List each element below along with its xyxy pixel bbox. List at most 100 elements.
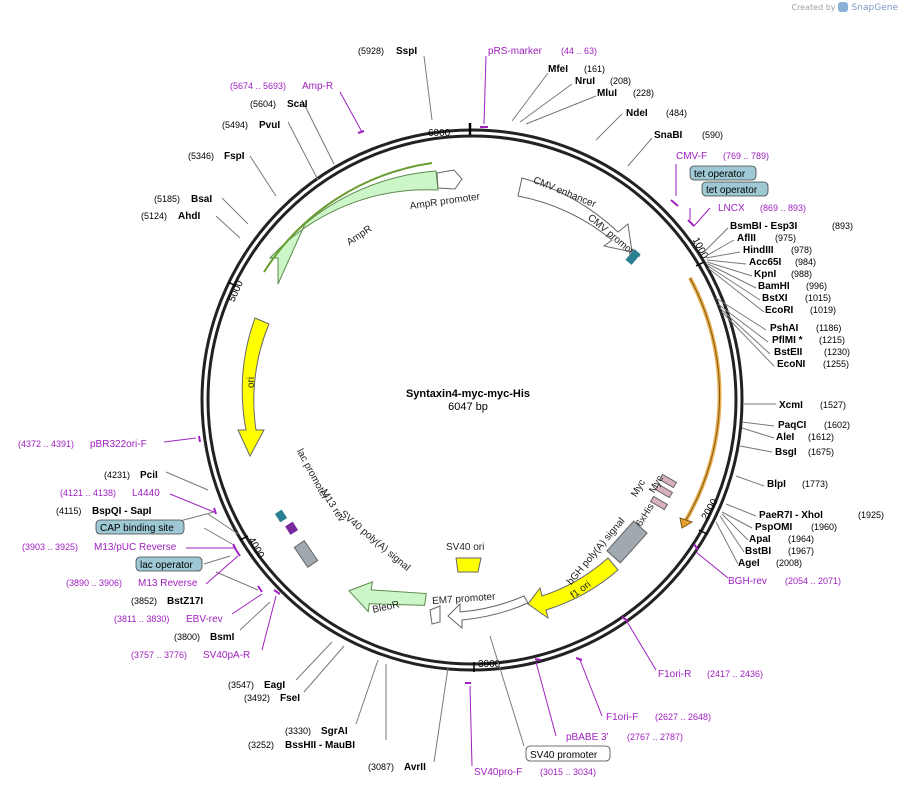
feature-sv40-promoter[interactable]: [447, 595, 529, 630]
sv40-promoter-label: SV40 promoter: [530, 750, 598, 761]
enzyme-label[interactable]: AgeI(2008): [738, 558, 802, 569]
feature-bleor[interactable]: [346, 579, 427, 619]
enzyme-label[interactable]: Acc65I(984): [749, 257, 816, 268]
primer-label[interactable]: SV40pro-F(3015 .. 3034): [474, 767, 596, 778]
enzyme-label[interactable]: PflMI *(1215): [772, 335, 845, 346]
enzyme-label[interactable]: AflII(975): [737, 233, 796, 244]
enzyme-label[interactable]: KpnI(988): [754, 269, 812, 280]
feature-ori[interactable]: [237, 317, 270, 458]
feature-myc-2[interactable]: [658, 473, 678, 489]
feature-sv40-polya-left[interactable]: [293, 540, 319, 568]
primer-label[interactable]: BGH-rev(2054 .. 2071): [728, 576, 841, 587]
primer-label[interactable]: (4121 .. 4138)L4440: [60, 488, 160, 499]
primer-label[interactable]: (3903 .. 3925)M13/pUC Reverse: [22, 542, 177, 553]
svg-text:F1ori-R: F1ori-R: [658, 669, 691, 680]
primer-label[interactable]: CMV-F(769 .. 789): [676, 151, 769, 162]
enzyme-label[interactable]: (3547)EagI: [228, 680, 285, 691]
enzyme-label[interactable]: (5124)AhdI: [141, 211, 200, 222]
enzyme-label[interactable]: BsmBI - Esp3I(893): [730, 221, 853, 232]
primer-label[interactable]: pRS-marker(44 .. 63): [488, 46, 597, 57]
svg-text:PspOMI: PspOMI: [755, 522, 792, 533]
enzyme-label[interactable]: BsgI(1675): [775, 447, 834, 458]
enzyme-label[interactable]: PspOMI (1960): [755, 522, 837, 533]
enzyme-label[interactable]: (3087)AvrII: [368, 762, 426, 773]
svg-text:(161): (161): [584, 64, 605, 74]
credit-brand: SnapGene: [851, 3, 898, 13]
enzyme-label[interactable]: EcoRI(1019): [765, 305, 836, 316]
feature-6xhis[interactable]: [649, 495, 669, 511]
svg-text:(1967): (1967): [788, 546, 814, 556]
feature-bgh-polya[interactable]: [606, 520, 648, 564]
feature-amp-promoter[interactable]: [436, 169, 463, 190]
svg-text:(3903 .. 3925): (3903 .. 3925): [22, 542, 78, 552]
sv40-promoter-box[interactable]: SV40 promoter: [525, 745, 611, 762]
feature-label-em7: EM7 promoter: [432, 591, 497, 606]
enzyme-label[interactable]: PshAI(1186): [770, 323, 841, 334]
enzyme-label[interactable]: HindIII(978): [743, 245, 812, 256]
enzyme-label[interactable]: (3492)FseI: [244, 693, 300, 704]
enzyme-label[interactable]: (5494)PvuI: [222, 120, 280, 131]
primer-label[interactable]: (3811 .. 3830)EBV-rev: [114, 614, 223, 625]
feature-label-sv40-polya: SV40 poly(A) signal: [338, 509, 412, 574]
feature-label-6xhis: 6xHis: [634, 502, 657, 529]
enzyme-label[interactable]: NruI(208): [575, 76, 631, 87]
enzyme-label[interactable]: (3330)SgrAI: [285, 726, 348, 737]
svg-text:pBR322ori-F: pBR322ori-F: [90, 439, 147, 450]
enzyme-label[interactable]: (4231)PciI: [104, 470, 158, 481]
tet-operator-box-1[interactable]: tet operator: [689, 165, 757, 181]
feature-f1-ori[interactable]: [527, 557, 619, 620]
primer-label[interactable]: LNCX(869 .. 893): [718, 203, 806, 214]
enzyme-label[interactable]: (5928)SspI: [358, 46, 417, 57]
enzyme-label[interactable]: BlpI(1773): [767, 479, 828, 490]
feature-myc-1[interactable]: [654, 483, 674, 499]
feature-cmv-enhancer[interactable]: [517, 177, 633, 253]
svg-text:(984): (984): [795, 257, 816, 267]
enzyme-label[interactable]: EcoNI(1255): [777, 359, 849, 370]
enzyme-label[interactable]: PaqCI(1602): [778, 420, 850, 431]
tet-operator-box-2[interactable]: tet operator: [701, 181, 769, 197]
primer-label[interactable]: F1ori-F(2627 .. 2648): [606, 712, 711, 723]
enzyme-label[interactable]: (3852)BstZ17I: [131, 596, 203, 607]
enzyme-label[interactable]: NdeI(484): [626, 108, 687, 119]
feature-ampr[interactable]: [268, 170, 439, 285]
enzyme-label[interactable]: (4115)BspQI - SapI: [56, 506, 152, 517]
svg-text:EBV-rev: EBV-rev: [186, 614, 223, 625]
svg-text:(590): (590): [702, 130, 723, 140]
enzyme-label[interactable]: (3252)BssHII - MauBI: [248, 740, 355, 751]
enzyme-label[interactable]: MluI(228): [597, 88, 654, 99]
primer-label[interactable]: (5674 .. 5693)Amp-R: [230, 81, 333, 92]
primer-label[interactable]: pBABE 3'(2767 .. 2787): [566, 732, 683, 743]
enzyme-label[interactable]: BstEII(1230): [774, 347, 850, 358]
feature-cap-binding-site[interactable]: [274, 509, 288, 523]
enzyme-label[interactable]: MfeI(161): [548, 64, 605, 75]
lac-operator-box[interactable]: lac operator: [135, 556, 203, 572]
feature-tet-operator[interactable]: [625, 249, 641, 265]
svg-text:SspI: SspI: [396, 46, 417, 57]
primer-label[interactable]: (4372 .. 4391)pBR322ori-F: [18, 439, 147, 450]
enzyme-label[interactable]: SnaBI(590): [654, 130, 723, 141]
enzyme-label[interactable]: BamHI(996): [758, 281, 827, 292]
enzyme-label[interactable]: (3800)BsmI: [174, 632, 235, 643]
cap-binding-site-label: CAP binding site: [100, 523, 174, 534]
cap-binding-site-box[interactable]: CAP binding site: [95, 519, 185, 535]
svg-text:(5346): (5346): [188, 151, 214, 161]
enzyme-label[interactable]: AleI(1612): [776, 432, 834, 443]
enzyme-label[interactable]: (5346)FspI: [188, 151, 245, 162]
primer-label[interactable]: (3757 .. 3776)SV40pA-R: [131, 650, 250, 661]
enzyme-label[interactable]: PaeR7I - XhoI(1925): [759, 510, 884, 521]
svg-text:BstBI: BstBI: [745, 546, 771, 557]
enzyme-label[interactable]: ApaI(1964): [749, 534, 814, 545]
primer-label[interactable]: F1ori-R(2417 .. 2436): [658, 669, 763, 680]
primer-label[interactable]: (3890 .. 3906)M13 Reverse: [66, 578, 198, 589]
svg-text:(1960): (1960): [811, 522, 837, 532]
feature-sv40-ori[interactable]: [455, 557, 482, 573]
enzyme-label[interactable]: XcmI(1527): [779, 400, 846, 411]
svg-text:ApaI: ApaI: [749, 534, 771, 545]
svg-text:FseI: FseI: [280, 693, 300, 704]
enzyme-label[interactable]: BstXI(1015): [762, 293, 831, 304]
enzyme-label[interactable]: (5604)ScaI: [250, 99, 308, 110]
feature-insert-orf[interactable]: [684, 277, 722, 522]
enzyme-label[interactable]: BstBI (1967): [745, 546, 814, 557]
svg-text:PvuI: PvuI: [259, 120, 280, 131]
enzyme-label[interactable]: (5185)BsaI: [154, 194, 212, 205]
